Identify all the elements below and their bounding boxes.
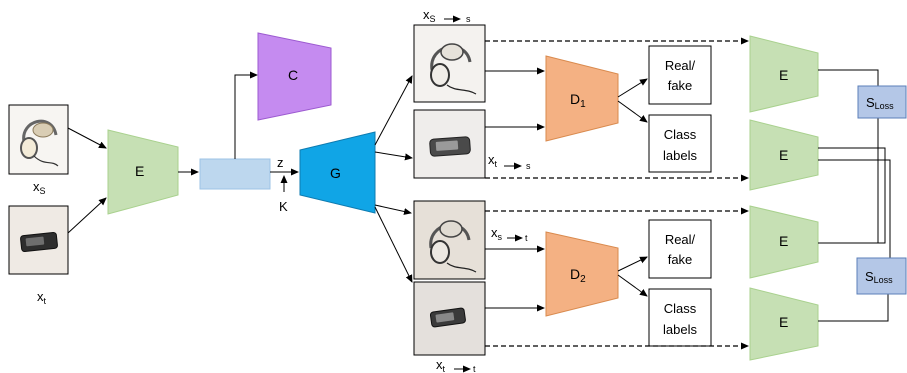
encoder-right-2-label: E — [779, 147, 788, 163]
encoder-block-right-3: E — [749, 205, 819, 279]
svg-text:xS: xS — [33, 179, 46, 196]
generated-t-to-t-image — [413, 281, 486, 356]
encoder-block-right-4: E — [749, 287, 819, 361]
d1-label: D — [570, 91, 580, 107]
xs-input-image — [8, 104, 69, 175]
map-t-to-t-x: x — [436, 357, 443, 372]
svg-text:xt: xt — [37, 289, 47, 306]
d1-sub: 1 — [580, 99, 586, 110]
encoder-block-right-2: E — [749, 119, 819, 191]
xt-input-sub: t — [44, 296, 47, 306]
class-labels-box-1: Class labels — [648, 114, 712, 173]
s-loss-1-main: S — [866, 95, 875, 110]
class-labels-1-line2: labels — [663, 148, 697, 163]
map-t-to-s-to: s — [526, 161, 531, 171]
latent-feature-box — [199, 158, 271, 190]
class-labels-1-line1: Class — [664, 127, 697, 142]
real-fake-2-line2: fake — [668, 252, 693, 267]
encoder-block: E — [107, 129, 179, 215]
real-fake-box-2: Real/ fake — [648, 219, 712, 279]
xt-input-image — [8, 205, 69, 275]
real-fake-box-1: Real/ fake — [648, 45, 712, 105]
svg-text:D1: D1 — [570, 91, 586, 110]
generator-label: G — [330, 165, 341, 181]
svg-text:xt: xt — [436, 357, 446, 373]
k-label: K — [279, 199, 288, 214]
real-fake-1-line2: fake — [668, 78, 693, 93]
xs-input-sub: S — [40, 186, 46, 196]
xt-input-label: x — [37, 289, 44, 304]
real-fake-2-line1: Real/ — [665, 232, 696, 247]
generated-s-to-s-image — [413, 24, 486, 103]
classifier-label: C — [288, 67, 298, 83]
svg-text:xt: xt — [488, 152, 498, 169]
phone-icon — [20, 231, 58, 253]
map-t-to-s-from: t — [495, 159, 498, 169]
encoder-block-right-1: E — [749, 35, 819, 113]
map-s-to-s-to: s — [466, 14, 471, 24]
headphones-icon — [430, 43, 477, 95]
s-loss-2-main: S — [865, 269, 874, 284]
classifier-block: C — [257, 32, 332, 121]
discriminator-2-block: D2 — [545, 231, 619, 317]
map-t-to-t-from: t — [443, 364, 446, 373]
d2-label: D — [570, 266, 580, 282]
discriminator-1-block: D1 — [545, 55, 619, 142]
svg-text:xS: xS — [423, 7, 436, 24]
phone-icon — [429, 136, 471, 157]
svg-text:SLoss: SLoss — [865, 269, 893, 285]
encoder-right-3-label: E — [779, 233, 788, 249]
svg-text:SLoss: SLoss — [866, 95, 894, 111]
xs-input-label: x — [33, 179, 40, 194]
s-loss-1-sub: Loss — [875, 101, 895, 111]
map-s-to-t-to: t — [525, 233, 528, 243]
encoder-right-4-label: E — [779, 314, 788, 330]
z-label: z — [277, 155, 284, 170]
generated-t-to-s-image — [413, 109, 486, 179]
svg-text:xs: xs — [491, 225, 503, 242]
svg-text:D2: D2 — [570, 266, 586, 285]
encoder-label: E — [135, 163, 144, 179]
map-s-to-s-from: S — [430, 14, 436, 24]
class-labels-2-line1: Class — [664, 301, 697, 316]
phone-icon — [429, 307, 466, 328]
encoder-right-1-label: E — [779, 67, 788, 83]
generator-block: G — [299, 131, 376, 214]
map-t-to-t-to: t — [473, 364, 476, 373]
generated-s-to-t-image — [413, 200, 486, 280]
s-loss-2-sub: Loss — [874, 275, 894, 285]
class-labels-box-2: Class labels — [648, 288, 712, 347]
s-loss-box-1: SLoss — [857, 85, 907, 119]
real-fake-1-line1: Real/ — [665, 58, 696, 73]
map-s-to-t-x: x — [491, 225, 498, 240]
headphones-icon — [429, 220, 477, 273]
class-labels-2-line2: labels — [663, 322, 697, 337]
headphones-icon — [20, 119, 59, 167]
map-s-to-t-from: s — [498, 232, 503, 242]
map-s-to-s-x: x — [423, 7, 430, 22]
map-t-to-s-x: x — [488, 152, 495, 167]
d2-sub: 2 — [580, 274, 586, 285]
s-loss-box-2: SLoss — [856, 257, 907, 295]
